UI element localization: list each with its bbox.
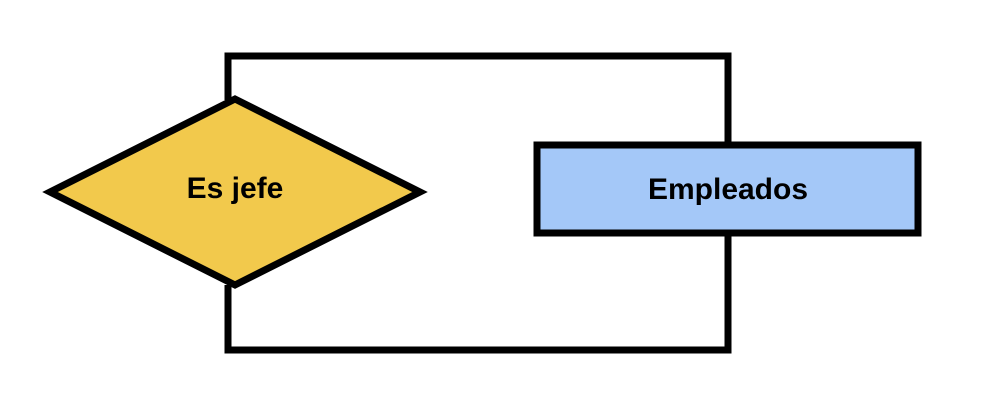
empleados-rect-shape	[533, 141, 922, 237]
edge-top-connector	[224, 52, 732, 145]
es-jefe-diamond-shape	[42, 95, 428, 289]
es-jefe-label: Es jefe	[187, 172, 284, 205]
empleados-label: Empleados	[648, 173, 808, 206]
node-empleados[interactable]: Empleados	[533, 141, 922, 237]
edge-bottom-connector	[224, 233, 732, 354]
node-es-jefe[interactable]: Es jefe	[42, 95, 428, 289]
